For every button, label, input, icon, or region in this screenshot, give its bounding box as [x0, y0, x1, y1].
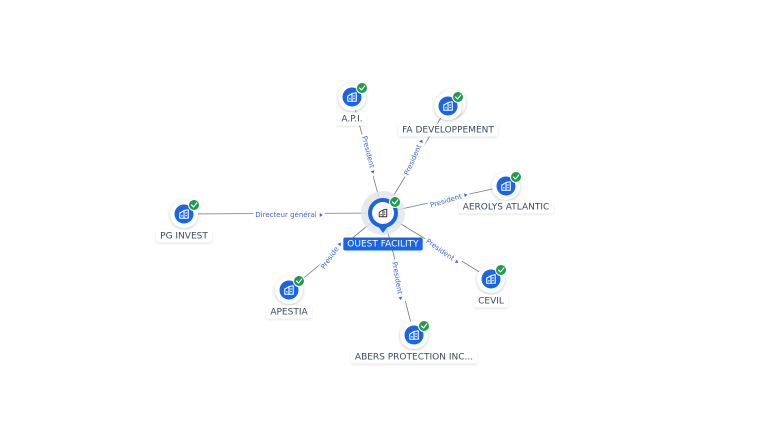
building-icon — [378, 208, 388, 218]
node-label-apestia: APESTIA — [266, 305, 312, 319]
node-label-abers: ABERS PROTECTION INC... — [350, 350, 478, 364]
node-label-fa-text: FA DEVELOPPEMENT — [402, 126, 494, 136]
arrow-icon — [337, 242, 341, 247]
node-label-fa: FA DEVELOPPEMENT — [398, 123, 498, 137]
node-label-cevil: CEVIL — [474, 294, 508, 308]
arrow-icon — [319, 213, 323, 217]
arrow-icon — [398, 296, 403, 300]
node-api[interactable]: A.P.I. — [337, 82, 368, 126]
edge-label-text: Directeur général — [255, 211, 316, 219]
node-label-aerolys: AEROLYS ATLANTIC — [458, 200, 554, 214]
edge-label-apestia: Preside — [317, 238, 346, 273]
node-fa[interactable]: FA DEVELOPPEMENT — [398, 89, 498, 137]
node-label-cevil-text: CEVIL — [478, 297, 504, 307]
arrow-icon — [419, 139, 423, 144]
node-apestia[interactable]: APESTIA — [266, 275, 312, 319]
building-icon — [501, 181, 511, 191]
check-badge-icon — [188, 199, 200, 211]
building-icon — [347, 92, 357, 102]
arrow-icon — [370, 170, 375, 174]
nodes-layer: A.P.I. FA DEVELOPPEMENT AEROLYS ATLANTIC CE… — [156, 82, 554, 364]
building-icon — [409, 330, 419, 340]
check-badge-icon — [510, 171, 522, 183]
node-cevil[interactable]: CEVIL — [474, 264, 508, 308]
edge-label-text: Preside — [319, 245, 340, 270]
building-icon — [284, 285, 294, 295]
node-pginvest[interactable]: PG INVEST — [156, 199, 212, 243]
node-label-api-text: A.P.I. — [341, 115, 362, 125]
center-label-text: OUEST FACILITY — [347, 240, 419, 250]
node-label-pginvest-text: PG INVEST — [160, 232, 208, 242]
check-badge-icon — [452, 91, 464, 103]
edge-label-text: President — [403, 143, 424, 176]
check-badge-icon — [389, 196, 401, 208]
check-badge-icon — [418, 320, 430, 332]
node-label-pginvest: PG INVEST — [156, 229, 212, 243]
node-label-api: A.P.I. — [337, 112, 367, 126]
edge-label-text: President — [360, 135, 376, 169]
center-node[interactable]: OUEST FACILITY — [343, 191, 423, 251]
edge-label-cevil: President — [422, 235, 463, 268]
check-badge-icon — [293, 275, 305, 287]
check-badge-icon — [495, 264, 507, 276]
edge-label-api: President — [359, 133, 379, 177]
node-label-apestia-text: APESTIA — [270, 308, 308, 318]
center-label: OUEST FACILITY — [343, 237, 423, 251]
arrow-icon — [454, 259, 459, 263]
arrow-icon — [463, 193, 468, 198]
node-label-abers-text: ABERS PROTECTION INC... — [355, 353, 473, 363]
edge-label-text: President — [424, 237, 456, 262]
node-label-aerolys-text: AEROLYS ATLANTIC — [463, 203, 550, 213]
edge-pginvest: Directeur général — [183, 210, 384, 220]
edge-label-text: President — [429, 192, 463, 209]
building-icon — [486, 274, 496, 284]
edge-label-text: President — [390, 261, 404, 295]
node-abers[interactable]: ABERS PROTECTION INC... — [350, 320, 478, 364]
edge-label-abers: President — [389, 259, 406, 303]
building-icon — [179, 209, 189, 219]
building-icon — [443, 101, 453, 111]
edge-label-fa: President — [401, 135, 428, 179]
check-badge-icon — [356, 82, 368, 94]
edge-label-pginvest: Directeur général — [253, 210, 325, 220]
node-aerolys[interactable]: AEROLYS ATLANTIC — [458, 171, 554, 214]
